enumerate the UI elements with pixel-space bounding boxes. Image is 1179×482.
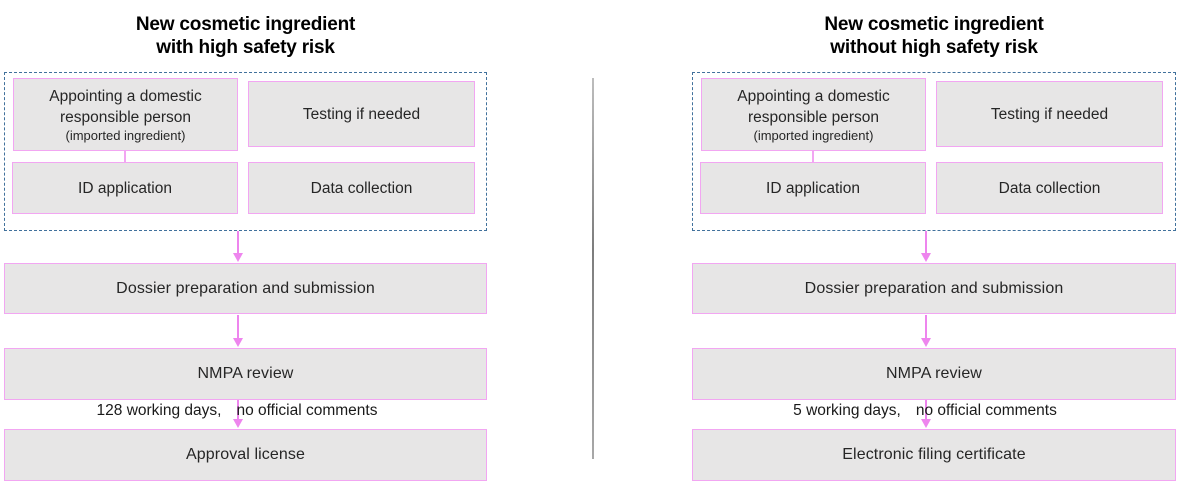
appointing-label: Appointing a domestic responsible person bbox=[737, 87, 890, 126]
arrow-head-icon bbox=[920, 253, 931, 262]
down-arrow bbox=[920, 400, 931, 428]
arrow-shaft bbox=[924, 315, 927, 338]
review-note: 128 working days, no official comments bbox=[4, 402, 470, 420]
arrow-head-icon bbox=[232, 338, 243, 347]
arrow-shaft bbox=[924, 400, 927, 419]
flow-no-high-risk: New cosmetic ingredient without high saf… bbox=[692, 0, 1176, 482]
nmpa-review-box: NMPA review bbox=[4, 348, 487, 400]
down-arrow bbox=[232, 315, 243, 347]
arrow-shaft bbox=[236, 400, 239, 419]
appointing-sublabel: (imported ingredient) bbox=[65, 127, 186, 143]
arrow-head-icon bbox=[920, 338, 931, 347]
down-arrow bbox=[232, 231, 243, 262]
approval-license-box: Approval license bbox=[4, 429, 487, 481]
flow-title-high-risk: New cosmetic ingredient with high safety… bbox=[4, 13, 487, 59]
pre-submission-group: Appointing a domestic responsible person… bbox=[4, 72, 487, 231]
pre-submission-group: Appointing a domestic responsible person… bbox=[692, 72, 1176, 231]
flow-title-line1: New cosmetic ingredient bbox=[135, 14, 356, 35]
review-duration: 128 working days, bbox=[96, 402, 222, 419]
appointing-label: Appointing a domestic responsible person bbox=[49, 87, 202, 126]
arrow-head-icon bbox=[232, 419, 243, 428]
review-note: 5 working days, no official comments bbox=[692, 402, 1158, 420]
connector-line bbox=[812, 151, 814, 162]
id-application-box: ID application bbox=[700, 162, 926, 214]
dossier-preparation-box: Dossier preparation and submission bbox=[4, 263, 487, 314]
review-duration: 5 working days, bbox=[793, 402, 901, 419]
review-condition: no official comments bbox=[915, 402, 1057, 419]
arrow-shaft bbox=[236, 231, 239, 253]
testing-box: Testing if needed bbox=[936, 81, 1163, 147]
dossier-preparation-box: Dossier preparation and submission bbox=[692, 263, 1176, 314]
appointing-sublabel: (imported ingredient) bbox=[753, 127, 874, 143]
electronic-filing-certificate-box: Electronic filing certificate bbox=[692, 429, 1176, 481]
flow-title-no-high-risk: New cosmetic ingredient without high saf… bbox=[692, 13, 1176, 59]
testing-box: Testing if needed bbox=[248, 81, 475, 147]
arrow-head-icon bbox=[920, 419, 931, 428]
down-arrow bbox=[232, 400, 243, 428]
review-condition: no official comments bbox=[236, 402, 378, 419]
arrow-shaft bbox=[236, 315, 239, 338]
data-collection-box: Data collection bbox=[248, 162, 475, 214]
id-application-box: ID application bbox=[12, 162, 238, 214]
arrow-shaft bbox=[924, 231, 927, 253]
flow-high-risk: New cosmetic ingredient with high safety… bbox=[4, 0, 487, 482]
divider-line bbox=[592, 78, 594, 459]
nmpa-review-box: NMPA review bbox=[692, 348, 1176, 400]
down-arrow bbox=[920, 315, 931, 347]
flow-title-line2: without high safety risk bbox=[830, 37, 1038, 58]
data-collection-box: Data collection bbox=[936, 162, 1163, 214]
connector-line bbox=[124, 151, 126, 162]
flow-title-line1: New cosmetic ingredient bbox=[824, 14, 1044, 35]
down-arrow bbox=[920, 231, 931, 262]
appointing-responsible-person-box: Appointing a domestic responsible person… bbox=[13, 78, 238, 151]
appointing-responsible-person-box: Appointing a domestic responsible person… bbox=[701, 78, 926, 151]
flow-title-line2: with high safety risk bbox=[156, 37, 335, 58]
arrow-head-icon bbox=[232, 253, 243, 262]
